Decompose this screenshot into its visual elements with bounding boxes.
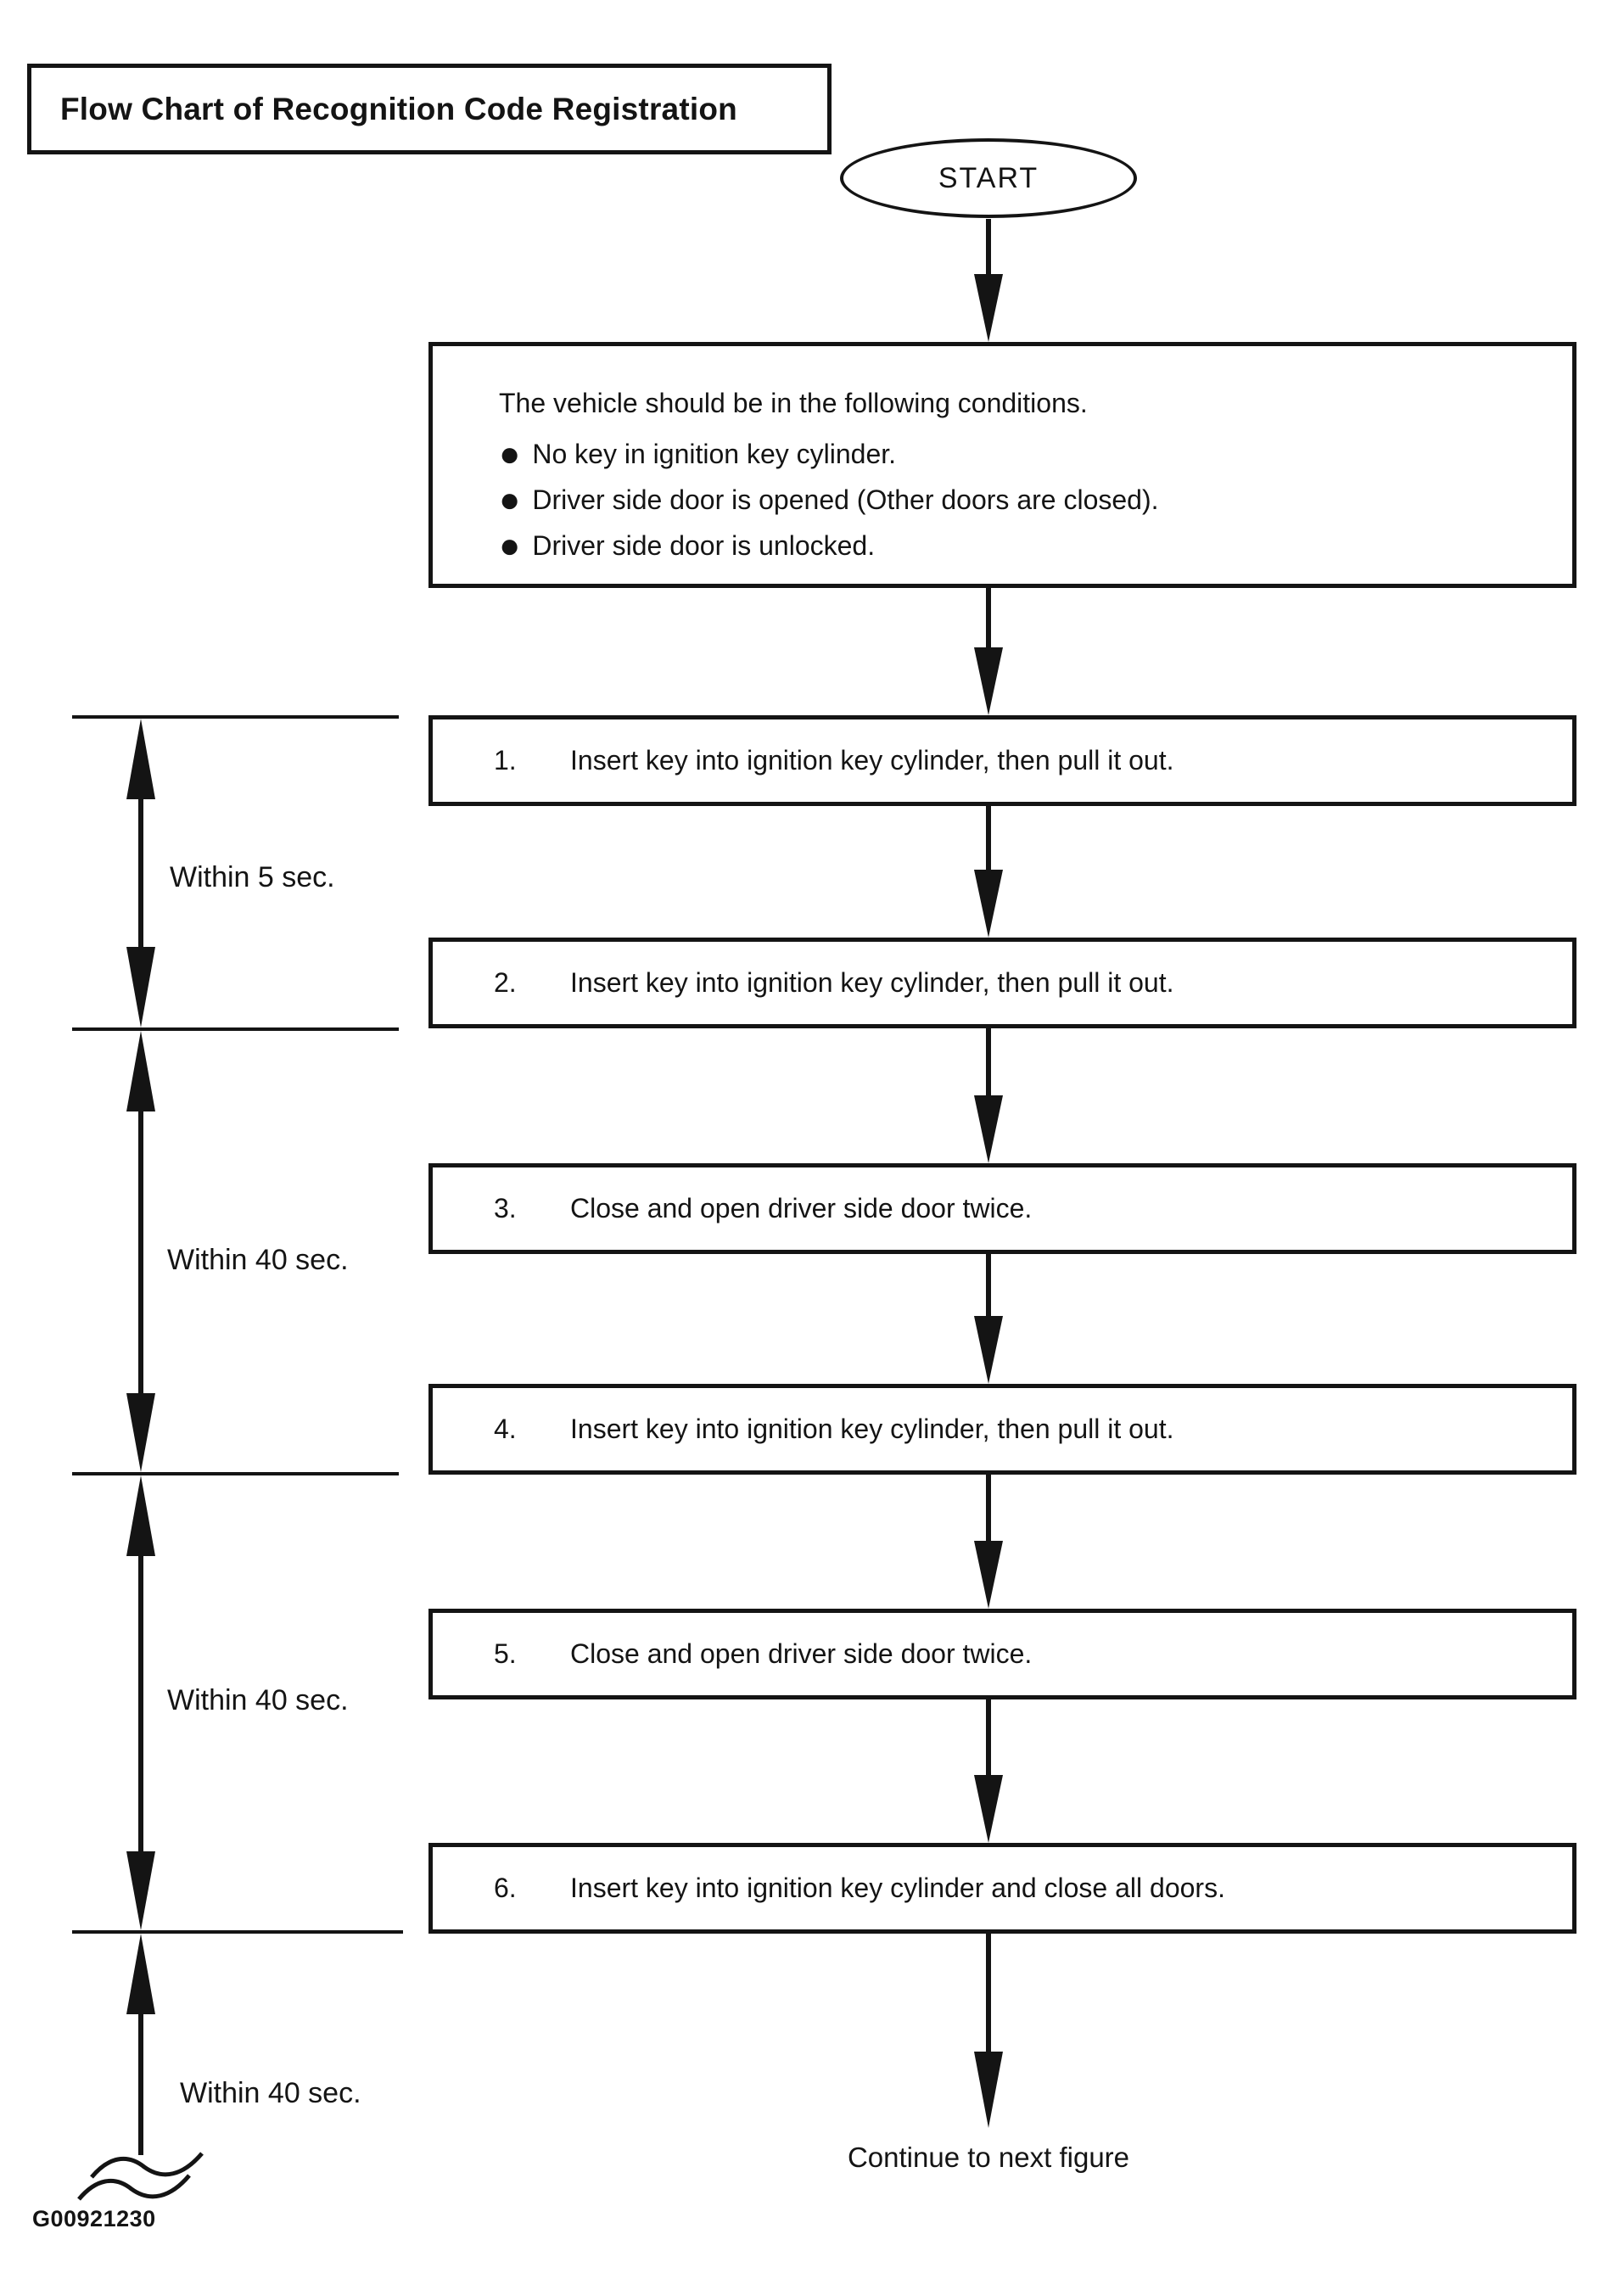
step-box-6: 6. Insert key into ignition key cylinder… xyxy=(428,1843,1576,1934)
condition-bullet-item: ● Driver side door is unlocked. xyxy=(499,523,1547,568)
conditions-box: The vehicle should be in the following c… xyxy=(428,342,1576,588)
page-title: Flow Chart of Recognition Code Registrat… xyxy=(60,91,737,126)
bullet-text: Driver side door is opened (Other doors … xyxy=(532,484,1159,515)
step-number: 6. xyxy=(494,1873,517,1903)
condition-bullet-item: ● Driver side door is opened (Other door… xyxy=(499,477,1547,523)
step-box-3: 3. Close and open driver side door twice… xyxy=(428,1163,1576,1254)
step-text: Insert key into ignition key cylinder an… xyxy=(570,1873,1225,1903)
condition-bullet-item: ● No key in ignition key cylinder. xyxy=(499,431,1547,477)
step-box-1: 1. Insert key into ignition key cylinder… xyxy=(428,715,1576,806)
conditions-intro: The vehicle should be in the following c… xyxy=(499,388,1088,418)
bullet-icon: ● xyxy=(499,434,521,473)
step-number: 2. xyxy=(494,967,517,998)
start-terminator: START xyxy=(840,138,1137,218)
step-number: 4. xyxy=(494,1414,517,1444)
step-number: 5. xyxy=(494,1638,517,1669)
bullet-icon: ● xyxy=(499,479,521,519)
step-box-4: 4. Insert key into ignition key cylinder… xyxy=(428,1384,1576,1475)
timer-label-3: Within 40 sec. xyxy=(167,1684,349,1716)
bullet-text: Driver side door is unlocked. xyxy=(532,530,876,561)
continue-label: Continue to next figure xyxy=(847,2142,1130,2173)
timer-label-4: Within 40 sec. xyxy=(180,2077,361,2109)
timer-label-1: Within 5 sec. xyxy=(170,861,335,893)
step-number: 1. xyxy=(494,745,517,775)
title-box: Flow Chart of Recognition Code Registrat… xyxy=(27,64,832,154)
step-text: Insert key into ignition key cylinder, t… xyxy=(570,967,1174,998)
step-text: Close and open driver side door twice. xyxy=(570,1638,1033,1669)
step-text: Insert key into ignition key cylinder, t… xyxy=(570,1414,1174,1444)
figure-code: G00921230 xyxy=(32,2206,156,2231)
step-box-2: 2. Insert key into ignition key cylinder… xyxy=(428,938,1576,1028)
step-text: Insert key into ignition key cylinder, t… xyxy=(570,745,1174,775)
step-text: Close and open driver side door twice. xyxy=(570,1193,1033,1223)
start-label: START xyxy=(938,161,1039,194)
bullet-text: No key in ignition key cylinder. xyxy=(532,439,897,469)
step-number: 3. xyxy=(494,1193,517,1223)
bullet-icon: ● xyxy=(499,525,521,565)
step-box-5: 5. Close and open driver side door twice… xyxy=(428,1609,1576,1699)
timer-label-2: Within 40 sec. xyxy=(167,1244,349,1276)
